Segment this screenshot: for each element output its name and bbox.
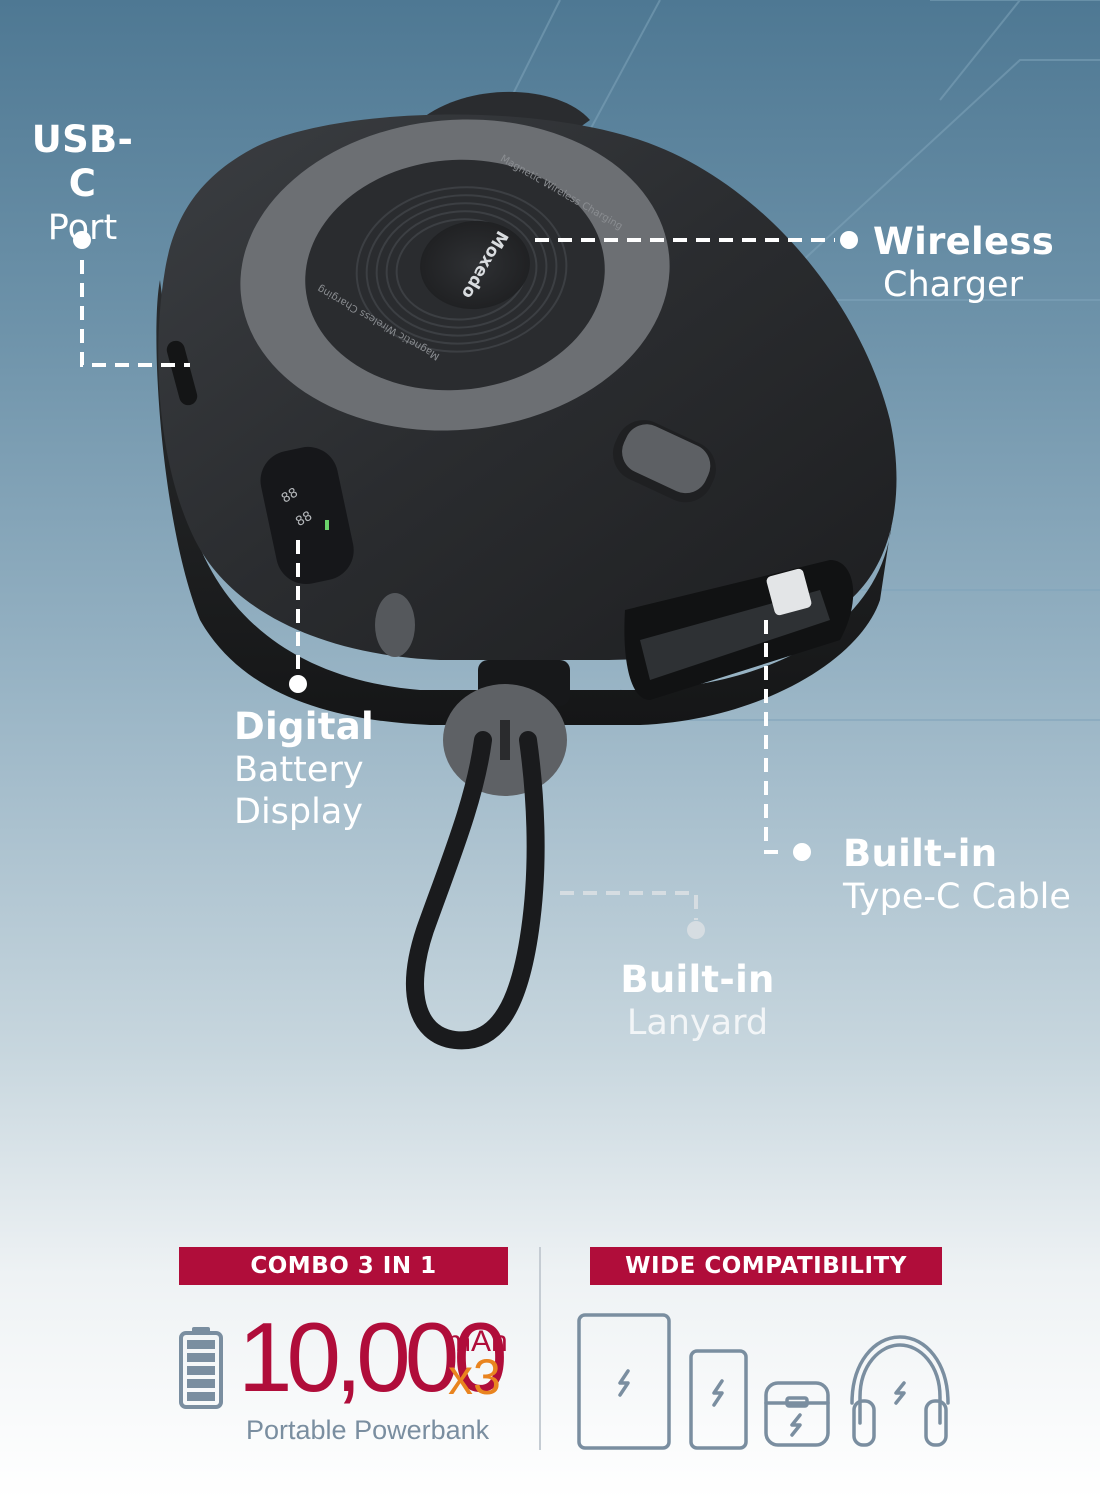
display-line2: Battery <box>234 750 364 791</box>
capacity-unit: mAh <box>446 1325 508 1358</box>
lanyard-callout-line <box>560 891 698 920</box>
usb-c-callout-line <box>80 260 190 367</box>
battery-icon <box>179 1327 223 1409</box>
powerbank-illustration: Moxedo Magnetic Wireless Charging Magnet… <box>73 91 897 1050</box>
earbuds-case-icon <box>764 1381 830 1447</box>
digital-display <box>260 446 354 585</box>
side-button <box>375 593 415 657</box>
usb-c-title: USB-C <box>31 118 134 206</box>
wireless-title: Wireless <box>873 220 1055 263</box>
lanyard-subtitle: Lanyard <box>626 1003 769 1044</box>
display-callout-dot <box>289 675 307 693</box>
cable-connector <box>766 568 812 616</box>
lanyard-label: Built-in Lanyard <box>615 958 780 1044</box>
display-label: Digital Battery Display <box>234 705 414 833</box>
tablet-icon <box>577 1313 671 1450</box>
cable-subtitle: Type-C Cable <box>843 877 1071 918</box>
compat-badge: WIDE COMPATIBILITY <box>590 1247 942 1285</box>
lanyard-callout-dot <box>687 921 705 939</box>
usb-c-port <box>166 340 198 406</box>
svg-text:88: 88 <box>293 509 315 530</box>
compat-devices <box>577 1313 950 1450</box>
usb-c-callout-dot <box>73 231 91 249</box>
combo-badge: COMBO 3 IN 1 <box>179 1247 508 1285</box>
headphones-icon <box>850 1335 950 1447</box>
display-title: Digital <box>234 705 375 748</box>
wireless-subtitle: Charger <box>883 265 1023 306</box>
lanyard-loop <box>406 731 545 1050</box>
usb-c-label: USB-C Port <box>20 118 145 249</box>
cable-label: Built-in Type-C Cable <box>843 832 1093 918</box>
capacity-multiplier: x3 <box>448 1349 501 1405</box>
section-divider <box>539 1247 541 1450</box>
wireless-label: Wireless Charger <box>873 220 1055 306</box>
cable-callout-line <box>764 620 782 854</box>
capacity-value: 10,000 <box>238 1302 508 1412</box>
display-line3: Display <box>234 792 364 833</box>
combo-subtitle: Portable Powerbank <box>246 1415 490 1445</box>
wireless-callout-dot <box>840 231 858 249</box>
cable-title: Built-in <box>843 832 998 875</box>
svg-text:88: 88 <box>279 485 301 506</box>
cable-callout-dot <box>793 843 811 861</box>
lanyard-title: Built-in <box>620 958 775 1001</box>
phone-icon <box>689 1349 748 1450</box>
usb-c-subtitle: Port <box>47 207 118 248</box>
